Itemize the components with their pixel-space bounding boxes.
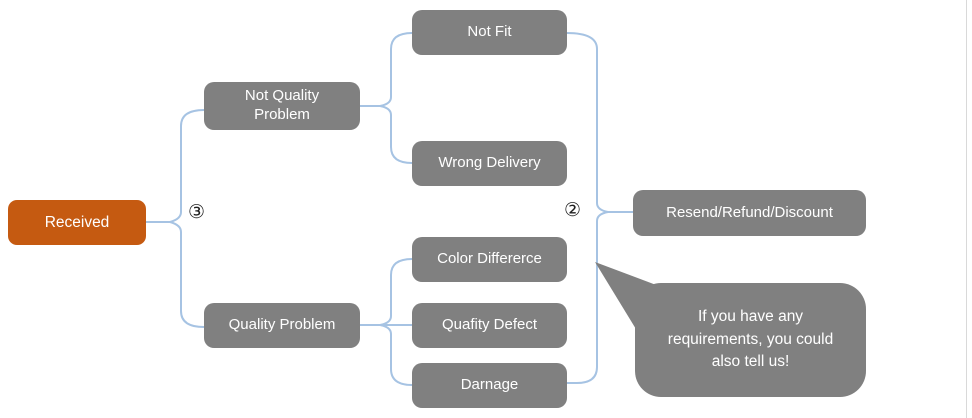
node-resend-refund-discount-label: Resend/Refund/Discount (666, 203, 833, 221)
brace-quality-children (379, 258, 413, 386)
node-quality-problem-label: Quality Problem (228, 316, 336, 334)
node-color-differerce: Color Differerce (412, 237, 567, 282)
node-quafity-defect: Quafity Defect (412, 303, 567, 348)
node-not-quality-problem: Not Quality Problem (204, 82, 360, 130)
node-darnage-label: Darnage (460, 376, 519, 394)
node-quafity-defect-label: Quafity Defect (441, 316, 538, 334)
node-not-fit-label: Not Fit (467, 23, 512, 41)
callout-text: If you have any requirements, you could … (667, 308, 834, 371)
node-received: Received (8, 200, 146, 245)
marker-circled-three: ③ (188, 201, 206, 223)
node-resend-refund-discount: Resend/Refund/Discount (633, 190, 866, 236)
node-received-label: Received (44, 213, 110, 231)
node-quality-problem: Quality Problem (204, 303, 360, 348)
marker-circled-two: ② (564, 199, 582, 221)
callout-bubble: If you have any requirements, you could … (635, 283, 866, 397)
page-edge-divider (966, 0, 967, 418)
brace-notquality-children (379, 32, 413, 164)
node-wrong-delivery: Wrong Delivery (412, 141, 567, 186)
node-color-differerce-label: Color Differerce (437, 250, 542, 268)
node-not-fit: Not Fit (412, 10, 567, 55)
node-darnage: Darnage (412, 363, 567, 408)
node-not-quality-problem-label: Not Quality Problem (244, 87, 320, 123)
node-wrong-delivery-label: Wrong Delivery (438, 154, 541, 172)
